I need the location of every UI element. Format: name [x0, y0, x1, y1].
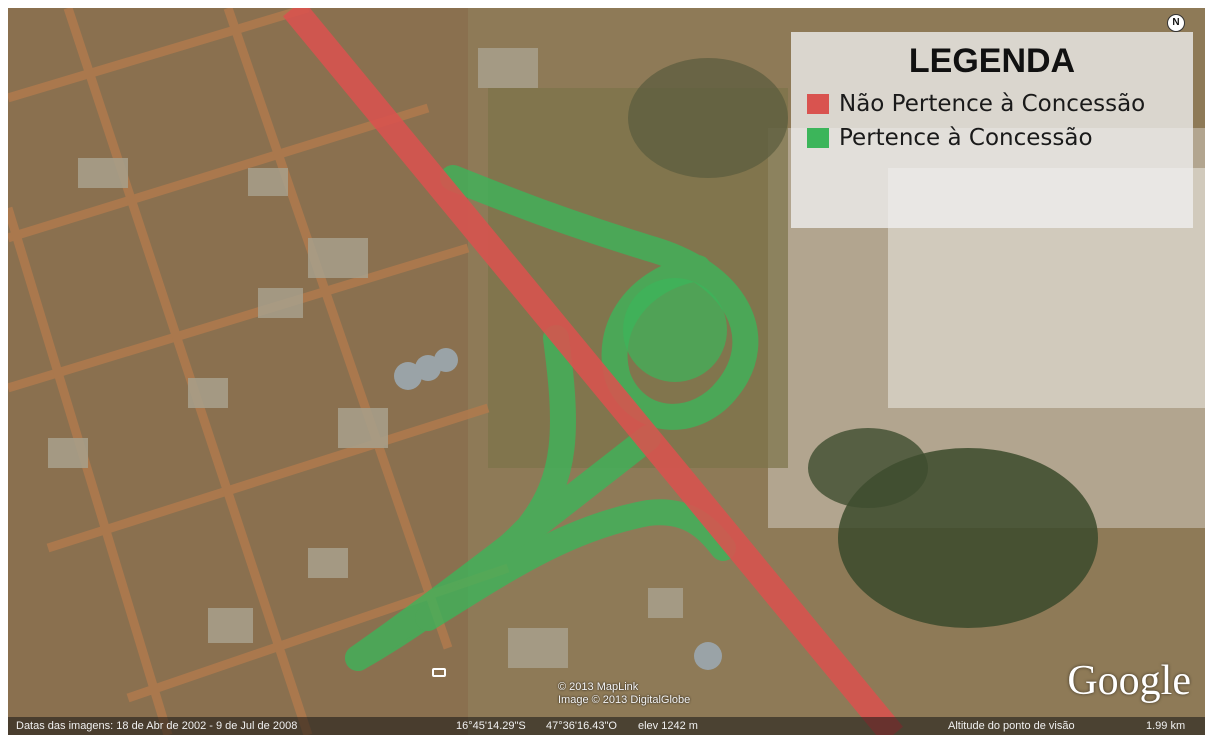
- google-logo: Google: [1067, 658, 1191, 704]
- copyright-line-1: © 2013 MapLink: [558, 681, 639, 693]
- legend-label: Pertence à Concessão: [839, 125, 1093, 151]
- legend-item-not-concession: Não Pertence à Concessão: [807, 91, 1177, 117]
- longitude-readout: 47°36'16.43"O: [546, 720, 617, 732]
- imagery-dates: Datas das imagens: 18 de Abr de 2002 - 9…: [16, 720, 298, 732]
- copyright-line-2: Image © 2013 DigitalGlobe: [558, 694, 691, 706]
- legend-item-concession: Pertence à Concessão: [807, 125, 1177, 151]
- tour-icon: [432, 668, 446, 677]
- elevation-readout: elev 1242 m: [638, 720, 698, 732]
- satellite-map[interactable]: LEGENDA Não Pertence à Concessão Pertenc…: [8, 8, 1205, 735]
- eye-altitude-label: Altitude do ponto de visão: [948, 720, 1075, 732]
- legend-title: LEGENDA: [908, 42, 1076, 80]
- imagery-copyright: © 2013 MapLink Image © 2013 DigitalGlobe: [558, 681, 690, 707]
- eye-altitude-value: 1.99 km: [1146, 720, 1186, 732]
- latitude-readout: 16°45'14.29"S: [456, 720, 526, 732]
- status-bar: Datas das imagens: 18 de Abr de 2002 - 9…: [8, 717, 1205, 735]
- legend-swatch-green: [807, 128, 829, 148]
- legend-label: Não Pertence à Concessão: [839, 91, 1146, 117]
- legend-swatch-red: [807, 94, 829, 114]
- north-arrow-icon[interactable]: N: [1167, 14, 1185, 32]
- map-legend: LEGENDA Não Pertence à Concessão Pertenc…: [791, 32, 1193, 228]
